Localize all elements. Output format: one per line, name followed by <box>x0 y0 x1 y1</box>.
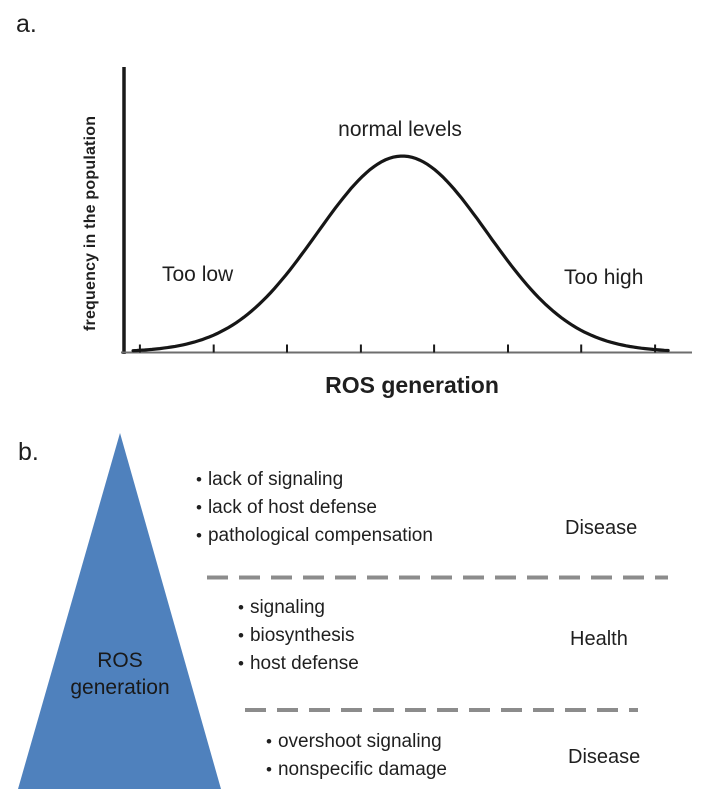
bell-curve-path <box>131 154 670 353</box>
list-item: • host defense <box>238 650 359 678</box>
bullet-list-high-deficit: • lack of signaling • lack of host defen… <box>196 466 433 550</box>
bullet-text: pathological compensation <box>207 525 433 546</box>
list-item: • pathological compensation <box>196 522 433 550</box>
x-axis-ticks <box>138 344 657 353</box>
list-item: • lack of signaling <box>196 466 433 494</box>
bullet-list-normal: • signaling • biosynthesis • host defens… <box>238 594 359 678</box>
bullet-text: lack of signaling <box>207 469 344 490</box>
bullet-text: overshoot signaling <box>277 731 442 752</box>
ros-triangle <box>18 433 221 789</box>
bullet-list-excess: • overshoot signaling • nonspecific dama… <box>266 728 447 784</box>
bullet-text: signaling <box>249 597 325 618</box>
annotation-too-low: Too low <box>162 263 234 286</box>
list-item: • lack of host defense <box>196 494 433 522</box>
bullet-icon: • <box>238 598 244 617</box>
bullet-icon: • <box>196 498 202 517</box>
annotation-normal-levels: normal levels <box>338 118 462 141</box>
bullet-text: nonspecific damage <box>277 759 447 780</box>
bullet-icon: • <box>196 470 202 489</box>
category-label-disease-bottom: Disease <box>568 746 641 768</box>
bullet-icon: • <box>266 732 272 751</box>
bullet-icon: • <box>266 760 272 779</box>
list-item: • signaling <box>238 594 359 622</box>
annotation-too-high: Too high <box>564 266 644 289</box>
panel-b-label: b. <box>18 438 39 466</box>
category-label-disease-top: Disease <box>565 517 638 539</box>
triangle-label: ROS generation <box>70 649 170 699</box>
bullet-text: host defense <box>249 653 359 674</box>
list-item: • overshoot signaling <box>266 728 447 756</box>
bullet-icon: • <box>238 626 244 645</box>
list-item: • nonspecific damage <box>266 756 447 784</box>
list-item: • biosynthesis <box>238 622 359 650</box>
bullet-text: biosynthesis <box>249 625 355 646</box>
y-axis-title: frequency in the population <box>82 115 99 331</box>
category-label-health: Health <box>570 628 628 650</box>
bullet-icon: • <box>196 526 202 545</box>
bullet-text: lack of host defense <box>207 497 377 518</box>
panel-a-label: a. <box>16 10 37 38</box>
bullet-icon: • <box>238 654 244 673</box>
x-axis-title: ROS generation <box>325 372 499 398</box>
